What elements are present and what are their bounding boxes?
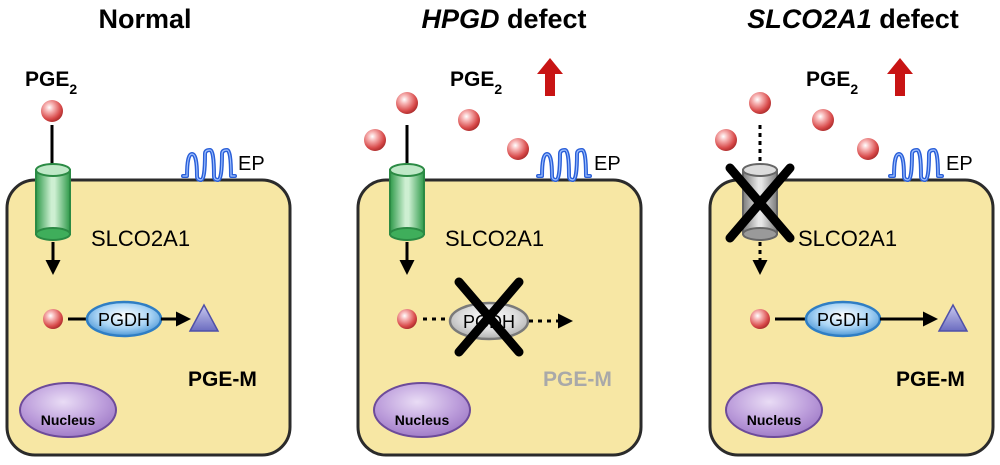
nucleus <box>19 382 117 438</box>
slco2a1-label: SLCO2A1 <box>445 226 544 251</box>
pge2-molecule <box>396 92 418 114</box>
pge2-molecule <box>507 138 529 160</box>
panel-normal: Normal PGE2 SLCO2A1 EP PGDH PGE-M <box>5 4 292 457</box>
nucleus-label: Nucleus <box>747 412 802 428</box>
ep-receptor <box>181 148 237 182</box>
increase-arrow <box>537 58 563 96</box>
increase-arrow <box>887 58 913 96</box>
intracellular-pge2 <box>750 309 770 329</box>
slco2a1-label: SLCO2A1 <box>91 226 190 251</box>
pgdh-label: PGDH <box>98 310 150 330</box>
pge2-molecule <box>812 109 834 131</box>
intracellular-pge2 <box>397 309 417 329</box>
nucleus-label: Nucleus <box>395 412 450 428</box>
pge-m-triangle <box>188 303 220 332</box>
block-x-mark <box>454 277 524 357</box>
pge2-label: PGE2 <box>450 68 502 97</box>
nucleus <box>373 382 471 438</box>
pge2-molecule <box>41 100 63 122</box>
pge2-molecule <box>364 129 386 151</box>
pge-m-label: PGE-M <box>188 368 257 391</box>
pge2-molecule <box>857 138 879 160</box>
pge2-molecule <box>749 92 771 114</box>
panel-hpgd-defect: HPGD defect PGE2 SLCO2A1 EP PGDH PGE-M <box>356 4 643 457</box>
panel-slco2a1-defect: SLCO2A1 defect PGE2 SLCO2A1 EP PGDH PG <box>708 4 995 457</box>
pge2-label: PGE2 <box>25 68 77 97</box>
ep-receptor <box>536 148 592 182</box>
slco2a1-label: SLCO2A1 <box>798 226 897 251</box>
panel-title: Normal <box>98 4 191 34</box>
slco2a1-transporter-defective <box>742 163 778 241</box>
ep-label: EP <box>946 153 973 175</box>
ep-label: EP <box>238 153 265 175</box>
pge-m-label-faded: PGE-M <box>543 368 612 391</box>
pge2-label: PGE2 <box>806 68 858 97</box>
panel-title: SLCO2A1 defect <box>747 4 959 34</box>
pge-m-label: PGE-M <box>896 368 965 391</box>
slco2a1-transporter <box>35 163 71 241</box>
block-x-mark <box>725 163 795 243</box>
nucleus <box>725 382 823 438</box>
pge-m-triangle <box>937 303 969 332</box>
nucleus-label: Nucleus <box>41 412 96 428</box>
pgdh-label: PGDH <box>817 310 869 330</box>
pge2-molecule <box>458 109 480 131</box>
slco2a1-transporter <box>389 163 425 241</box>
intracellular-pge2 <box>43 309 63 329</box>
ep-label: EP <box>594 153 621 175</box>
pge2-molecule <box>715 129 737 151</box>
ep-receptor <box>888 148 944 182</box>
panel-title: HPGD defect <box>421 4 586 34</box>
